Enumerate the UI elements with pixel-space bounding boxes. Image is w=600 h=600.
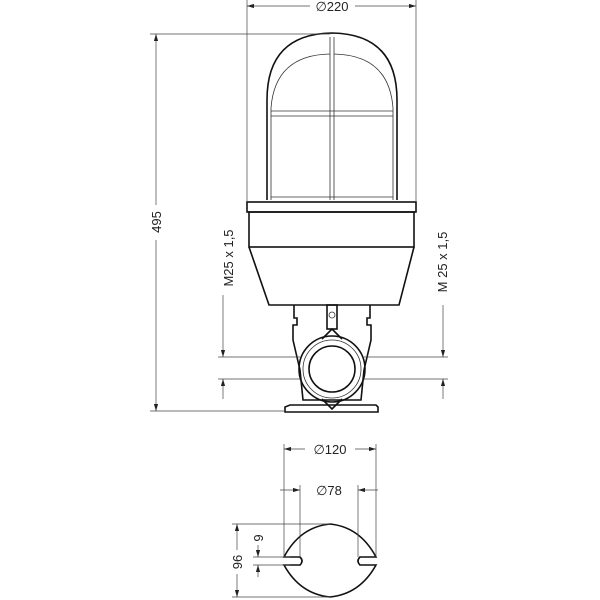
housing-upper [248, 211, 415, 248]
clamp-top [321, 327, 343, 340]
label-height-495: 495 [149, 211, 164, 233]
junction-neck [292, 305, 372, 401]
hinge-pin [328, 311, 336, 319]
housing-lower [248, 246, 415, 306]
mounting-foot [284, 404, 379, 413]
base-plate-outline [282, 523, 378, 598]
globe-guard [266, 32, 398, 200]
label-slot-9: 9 [251, 534, 266, 541]
cover-inner [308, 345, 356, 393]
label-thread-left: M25 x 1,5 [221, 229, 236, 286]
label-diameter-220: ∅220 [315, 0, 348, 14]
lamp-side-view [246, 32, 417, 413]
cover-ring-outer [298, 335, 366, 403]
globe-inner [270, 53, 394, 200]
cover-ring-mid [302, 339, 362, 399]
label-thread-right: M 25 x 1,5 [435, 232, 450, 293]
label-diameter-120: ∅120 [313, 442, 346, 457]
label-diameter-78: ∅78 [316, 483, 342, 498]
label-height-96: 96 [230, 555, 245, 569]
hinge [326, 304, 338, 330]
dimensions-side: ∅220 495 M25 x 1,5 M 25 x 1,5 [149, 0, 450, 412]
base-band [246, 201, 417, 213]
base-view: ∅120 ∅78 96 9 [230, 442, 378, 598]
clamp-bottom [321, 398, 343, 411]
